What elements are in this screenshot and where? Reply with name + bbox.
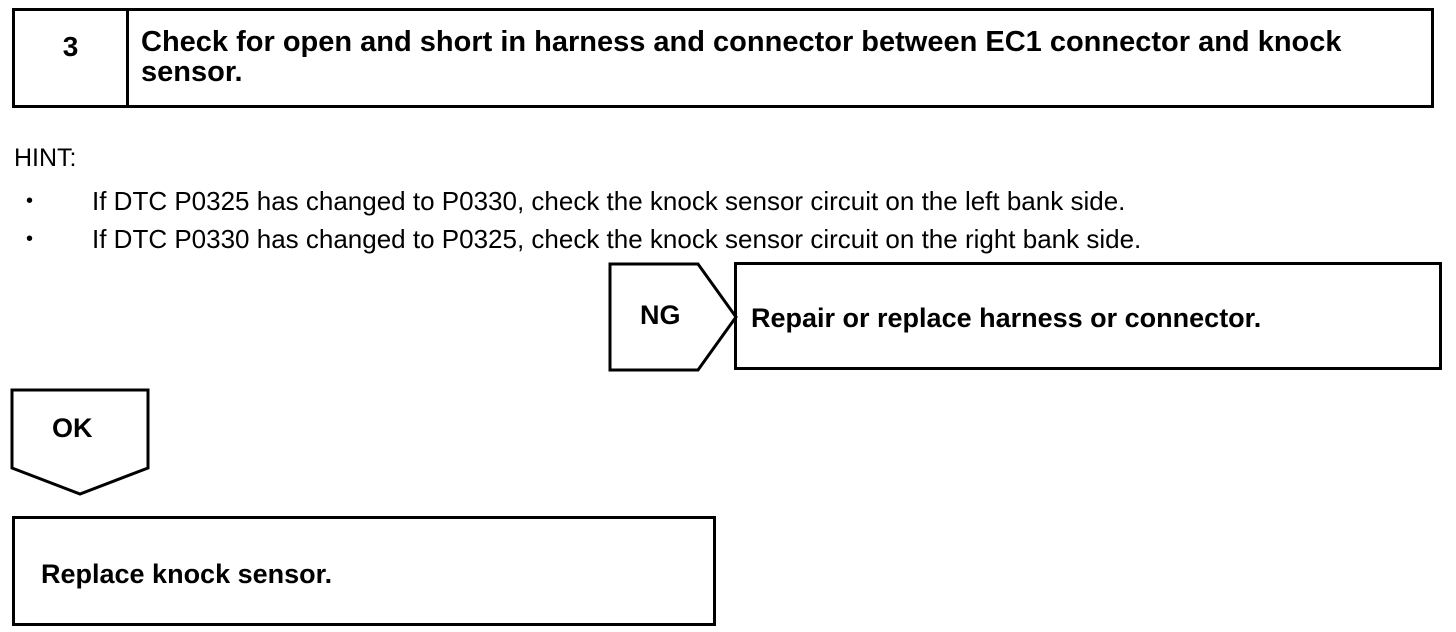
step-number: 3 — [15, 11, 129, 105]
ok-arrow-icon — [10, 388, 150, 496]
bullet-icon: • — [26, 190, 34, 212]
ng-action-box: Repair or replace harness or connector. — [734, 262, 1442, 370]
ok-action-box: Replace knock sensor. — [12, 516, 716, 626]
step-title: Check for open and short in harness and … — [141, 26, 1342, 88]
step-header: 3 Check for open and short in harness an… — [12, 8, 1434, 108]
ok-action-text: Replace knock sensor. — [41, 559, 333, 589]
ng-label: NG — [640, 300, 681, 330]
bullet-icon: • — [26, 228, 34, 250]
ng-arrow-icon — [608, 262, 738, 372]
hint-text: If DTC P0330 has changed to P0325, check… — [92, 224, 1142, 254]
ng-action-text: Repair or replace harness or connector. — [751, 303, 1262, 333]
hint-label: HINT: — [14, 144, 77, 172]
ok-label: OK — [52, 413, 93, 443]
hint-text: If DTC P0325 has changed to P0330, check… — [92, 186, 1126, 216]
